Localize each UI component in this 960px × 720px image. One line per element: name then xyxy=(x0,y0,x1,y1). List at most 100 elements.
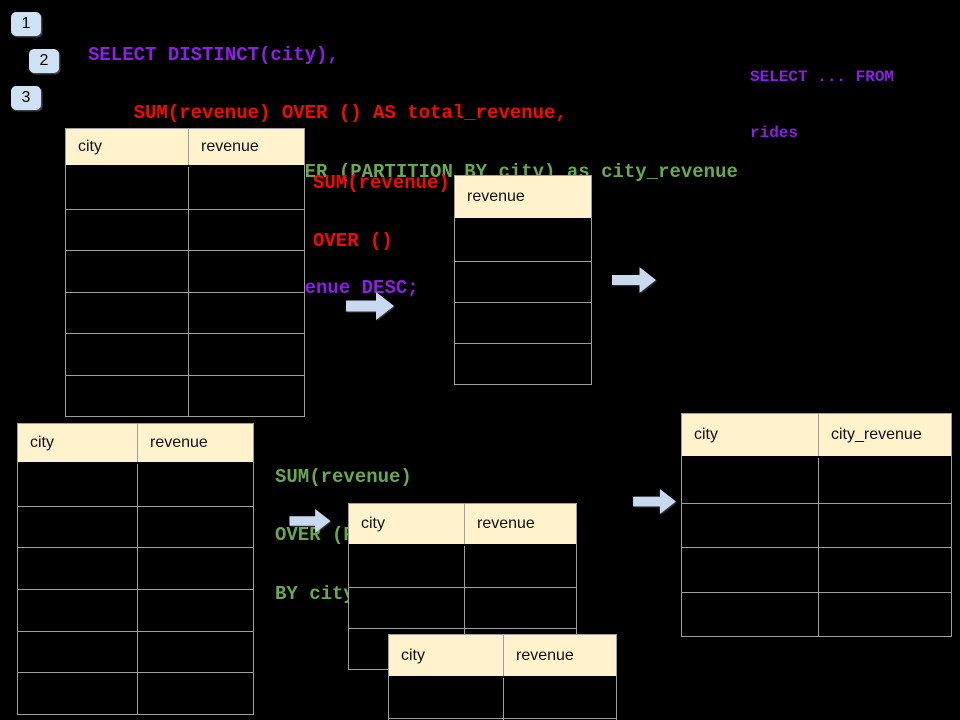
table-row xyxy=(18,630,253,673)
table-cell-empty xyxy=(389,678,503,718)
table-cell-empty xyxy=(188,209,304,250)
table-cell-empty xyxy=(137,673,253,715)
table-partition-back: city revenue xyxy=(388,634,617,720)
table-cell-empty xyxy=(188,334,304,375)
table-row xyxy=(18,505,253,548)
table-row xyxy=(66,374,304,417)
table-cell-empty xyxy=(455,262,591,302)
side-note-select-from-rides: SELECT ... FROM rides xyxy=(750,32,894,179)
table-cell-empty xyxy=(66,251,188,292)
column-header-city: city xyxy=(78,138,102,155)
table-row xyxy=(682,591,951,637)
step-badge-2: 2 xyxy=(29,49,59,73)
table-row xyxy=(66,291,304,334)
table-city-revenue-result: city city_revenue xyxy=(681,413,952,637)
column-header-revenue: revenue xyxy=(464,504,576,544)
table-cell-empty xyxy=(66,167,188,209)
annotation-line: SUM(revenue) xyxy=(275,466,412,488)
table-cell-empty xyxy=(682,593,818,637)
table-cell-empty xyxy=(137,464,253,506)
table-cell-empty xyxy=(18,632,137,673)
table-body xyxy=(455,220,591,384)
step-badge-1: 1 xyxy=(11,12,41,36)
table-cell-empty xyxy=(18,464,137,506)
column-header-city-revenue: city_revenue xyxy=(818,414,951,456)
table-row xyxy=(349,546,576,587)
table-cell-empty xyxy=(455,220,591,261)
table-row xyxy=(18,464,253,506)
table-body xyxy=(66,167,304,416)
table-cell-empty xyxy=(455,344,591,384)
table-cell-empty xyxy=(18,673,137,714)
table-cell-empty xyxy=(682,458,818,503)
table-cell-empty xyxy=(137,506,253,548)
table-header-row: city revenue xyxy=(389,635,616,678)
table-cell-empty xyxy=(137,548,253,590)
flow-arrow-right-icon xyxy=(289,509,331,533)
column-header-city: city xyxy=(30,434,54,451)
table-row xyxy=(18,589,253,631)
table-cell-empty xyxy=(464,588,576,628)
flow-arrow-right-icon xyxy=(346,292,394,320)
column-header-city: city xyxy=(361,515,385,532)
table-cell-empty xyxy=(818,458,951,503)
table-header-row: city revenue xyxy=(349,504,576,546)
table-cell-empty xyxy=(349,546,464,587)
table-cell-empty xyxy=(349,588,464,628)
table-row xyxy=(455,220,591,261)
table-cell-empty xyxy=(188,167,304,209)
side-note-line: SELECT ... FROM xyxy=(750,68,895,86)
table-header-row: city revenue xyxy=(66,129,304,167)
table-rides-source-top: city revenue xyxy=(65,128,305,417)
table-cell-empty xyxy=(137,631,253,673)
table-cell-empty xyxy=(818,592,951,636)
table-row xyxy=(18,672,253,715)
table-row xyxy=(682,547,951,592)
table-cell-empty xyxy=(818,548,951,592)
table-header-row: city revenue xyxy=(18,424,253,464)
flow-arrow-right-icon xyxy=(612,267,656,293)
table-cell-empty xyxy=(137,590,253,631)
table-header-row: city city_revenue xyxy=(682,414,951,458)
column-header-revenue: revenue xyxy=(188,129,304,165)
table-cell-empty xyxy=(66,210,188,251)
table-row xyxy=(455,302,591,343)
table-cell-empty xyxy=(455,303,591,343)
column-header-revenue: revenue xyxy=(137,424,253,462)
table-row xyxy=(349,587,576,628)
table-cell-empty xyxy=(682,504,818,548)
column-header-revenue: revenue xyxy=(467,188,525,205)
annotation-line: OVER () xyxy=(313,230,393,253)
table-row xyxy=(66,250,304,292)
table-cell-empty xyxy=(18,548,137,589)
table-cell-empty xyxy=(66,293,188,334)
step-badge-3: 3 xyxy=(11,86,41,110)
table-cell-empty xyxy=(188,251,304,292)
annotation-sum-over-all: SUM(revenue) OVER () xyxy=(313,136,450,289)
code-line-select: SELECT DISTINCT(city), xyxy=(88,44,339,66)
table-row xyxy=(682,502,951,548)
column-header-city: city xyxy=(694,426,718,443)
column-header-city: city xyxy=(401,646,425,664)
annotation-line: SUM(revenue) xyxy=(313,172,450,194)
code-line-sum-over-all: SUM(revenue) OVER () AS total_revenue, xyxy=(133,102,567,125)
table-row xyxy=(455,261,591,302)
table-body xyxy=(682,458,951,636)
table-row xyxy=(18,547,253,590)
table-cell-empty xyxy=(188,292,304,333)
table-cell-empty xyxy=(66,376,188,417)
table-cell-empty xyxy=(464,546,576,587)
side-note-line: rides xyxy=(750,123,799,142)
table-cell-empty xyxy=(66,334,188,375)
table-cell-empty xyxy=(188,375,304,416)
flow-arrow-right-icon xyxy=(633,489,676,514)
table-body xyxy=(18,464,253,715)
table-row xyxy=(66,167,304,209)
table-cell-empty xyxy=(18,507,137,548)
column-header-revenue: revenue xyxy=(503,635,616,676)
table-row xyxy=(389,678,616,718)
table-cell-empty xyxy=(503,678,616,718)
table-body xyxy=(389,678,616,720)
table-row xyxy=(66,333,304,375)
